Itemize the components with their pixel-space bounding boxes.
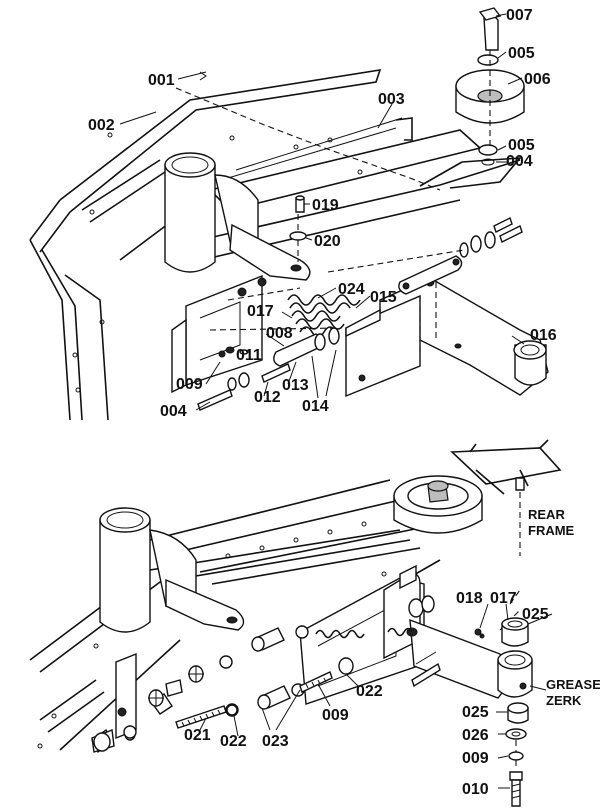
- label-005-lower: 005: [508, 137, 535, 154]
- label-019: 019: [312, 197, 339, 214]
- threaded-bolt-bottom: [299, 671, 333, 693]
- label-005-upper: 005: [508, 45, 535, 62]
- label-001: 001: [148, 72, 175, 89]
- label-015: 015: [370, 289, 397, 306]
- idler-pulley: [455, 7, 525, 166]
- label-022-right: 022: [356, 683, 383, 700]
- bolt-washer-stack-left: [197, 327, 341, 411]
- top-leader-lines: [119, 13, 525, 411]
- label-013: 013: [282, 377, 309, 394]
- bushings: [226, 625, 309, 716]
- rear-frame-note-line1: REAR: [528, 507, 565, 522]
- retainer-pin: [411, 628, 482, 688]
- label-011: 011: [236, 347, 262, 364]
- label-003: 003: [378, 91, 405, 108]
- idler-arm-bottom: [299, 564, 533, 705]
- idler-arm: [345, 277, 549, 398]
- label-009-top: 009: [176, 376, 203, 393]
- label-017-bottom: 017: [490, 590, 517, 607]
- pivot-pin: [289, 195, 307, 262]
- label-023: 023: [262, 733, 289, 750]
- lower-left-hardware: [91, 725, 137, 753]
- label-010: 010: [462, 781, 489, 798]
- grease-zerk-note-line2: ZERK: [546, 693, 582, 708]
- idler-pulley-bottom: [393, 475, 483, 534]
- bolt-washer-stack-right: [327, 217, 523, 273]
- label-004-bottom: 004: [160, 403, 187, 420]
- label-017-top: 017: [247, 303, 274, 320]
- label-024: 024: [338, 281, 365, 298]
- bottom-leader-lines: [199, 603, 553, 789]
- rear-frame-note-line2: FRAME: [528, 523, 575, 538]
- label-014: 014: [302, 398, 329, 415]
- rear-frame: [450, 439, 562, 556]
- label-020: 020: [314, 233, 341, 250]
- mount-plate: [171, 274, 267, 394]
- label-025-lower: 025: [462, 704, 489, 721]
- label-016: 016: [530, 327, 557, 344]
- top-exploded-view: 001 002 003 004 005 005 006 007 008 009 …: [29, 7, 557, 421]
- label-025-upper: 025: [522, 606, 549, 623]
- label-012: 012: [254, 389, 281, 406]
- grease-zerk-note-line1: GREASE: [546, 677, 600, 692]
- label-026: 026: [462, 727, 489, 744]
- label-009-bottom-mid: 009: [322, 707, 349, 724]
- spindle-tube: [164, 152, 311, 281]
- label-007: 007: [506, 7, 533, 24]
- label-018: 018: [456, 590, 483, 607]
- label-009-bottom-right: 009: [462, 750, 489, 767]
- label-008: 008: [266, 325, 293, 342]
- spindle-tube-bottom: [99, 507, 245, 633]
- label-006: 006: [524, 71, 551, 88]
- label-004-top: 004: [506, 153, 533, 170]
- tension-spring-bottom: [315, 627, 413, 639]
- label-021: 021: [184, 727, 211, 744]
- tension-spring: [287, 294, 361, 338]
- label-022-left: 022: [220, 733, 247, 750]
- bottom-assembled-view: 018 017 025 022 009 021 022 023 025 026 …: [29, 439, 600, 807]
- link-plate: [398, 255, 463, 295]
- label-002: 002: [88, 117, 115, 134]
- pivot-hardware-stack: [501, 617, 529, 807]
